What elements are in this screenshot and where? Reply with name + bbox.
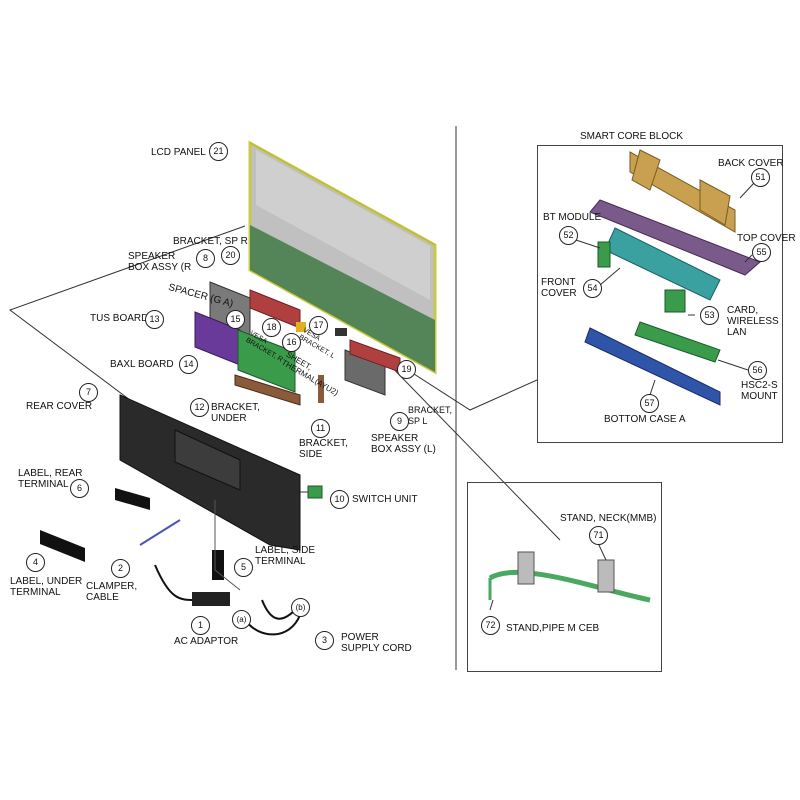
leader-line-smartcore bbox=[399, 364, 538, 411]
label-rear-terminal-graphic bbox=[115, 488, 150, 510]
callout-3: 3 bbox=[315, 631, 334, 650]
callout-2: 2 bbox=[111, 559, 130, 578]
sheet-thermal-graphic bbox=[296, 322, 306, 332]
back-cover-label: BACK COVER bbox=[718, 158, 784, 169]
callout-1: 1 bbox=[191, 616, 210, 635]
callout-6: 6 bbox=[70, 479, 89, 498]
lcd-panel-graphic bbox=[248, 140, 437, 375]
callout-18: 18 bbox=[262, 318, 281, 337]
callout-21: 21 bbox=[209, 142, 228, 161]
callout-11: 11 bbox=[311, 419, 330, 438]
top-cover-label: TOP COVER bbox=[737, 233, 796, 244]
callout-71: 71 bbox=[589, 526, 608, 545]
bracket-side-graphic bbox=[318, 375, 324, 403]
ac-adaptor-label: AC ADAPTOR bbox=[174, 636, 239, 647]
callout-13: 13 bbox=[145, 310, 164, 329]
label-under-terminal-label: LABEL, UNDER TERMINAL bbox=[10, 576, 83, 598]
speaker-box-r-label: SPEAKER BOX ASSY (R bbox=[128, 251, 192, 273]
power-cord-graphic bbox=[244, 614, 301, 636]
tus-board-label: TUS BOARD bbox=[90, 313, 149, 324]
callout-7: 7 bbox=[79, 383, 98, 402]
label-under-terminal-graphic bbox=[40, 530, 85, 562]
stand-neck-label: STAND, NECK(MMB) bbox=[560, 513, 657, 524]
card-wireless-label: CARD, WIRELESS LAN bbox=[727, 305, 779, 338]
callout-17: 17 bbox=[309, 316, 328, 335]
stand-box bbox=[467, 482, 662, 672]
callout-20: 20 bbox=[221, 246, 240, 265]
bt-module-graphic bbox=[597, 241, 611, 268]
stand-pipe-label: STAND,PIPE M CEB bbox=[506, 623, 600, 634]
leader-line-stand bbox=[379, 354, 561, 541]
label-side-terminal-label: LABEL, SIDE TERMINAL bbox=[255, 545, 316, 567]
switch-unit-label: SWITCH UNIT bbox=[352, 494, 418, 505]
bottom-case-graphic bbox=[584, 327, 721, 406]
clamper-cable-label: CLAMPER, CABLE bbox=[86, 581, 138, 603]
callout-57: 57 bbox=[640, 394, 659, 413]
clamper-cable-graphic bbox=[139, 519, 181, 546]
callout-4: 4 bbox=[26, 553, 45, 572]
bracket-sp-l-label: BRACKET, SP L bbox=[408, 405, 453, 426]
ac-adaptor-graphic bbox=[192, 592, 230, 606]
callout-10: 10 bbox=[330, 490, 349, 509]
callout-12: 12 bbox=[190, 398, 209, 417]
callout-b: (b) bbox=[291, 598, 310, 617]
bracket-side-label: BRACKET, SIDE bbox=[299, 438, 348, 460]
bracket-sp-r-label: BRACKET, SP R bbox=[173, 236, 248, 247]
hsc2-mount-graphic bbox=[634, 321, 721, 363]
stand-neck-left-graphic bbox=[517, 551, 535, 585]
label-rear-terminal-label: LABEL, REAR TERMINAL bbox=[18, 468, 83, 490]
rear-cover-label: REAR COVER bbox=[26, 401, 93, 412]
front-cover-label: FRONT COVER bbox=[541, 277, 577, 299]
callout-53: 53 bbox=[700, 306, 719, 325]
callout-19: 19 bbox=[397, 360, 416, 379]
hsc2-mount-label: HSC2-S MOUNT bbox=[741, 380, 778, 402]
smart-core-graphics bbox=[569, 149, 761, 406]
vesa-bracket-l-graphic bbox=[335, 328, 347, 336]
callout-52: 52 bbox=[559, 226, 578, 245]
stand-graphics bbox=[488, 542, 651, 611]
bracket-under-graphic bbox=[234, 374, 301, 406]
callout-51: 51 bbox=[751, 168, 770, 187]
callout-14: 14 bbox=[179, 355, 198, 374]
callout-54: 54 bbox=[583, 279, 602, 298]
wireless-lan-graphic bbox=[664, 289, 686, 313]
callout-72: 72 bbox=[481, 616, 500, 635]
baxl-board-graphic bbox=[237, 329, 296, 393]
leader-line-rear bbox=[8, 225, 246, 401]
switch-unit-graphic bbox=[307, 485, 323, 499]
bottom-case-label: BOTTOM CASE A bbox=[604, 414, 686, 425]
callout-9: 9 bbox=[390, 412, 409, 431]
callout-a: (a) bbox=[232, 610, 251, 629]
callout-5: 5 bbox=[234, 558, 253, 577]
callout-55: 55 bbox=[752, 243, 771, 262]
smart-core-title: SMART CORE BLOCK bbox=[580, 131, 683, 142]
power-supply-cord-label: POWER SUPPLY CORD bbox=[341, 632, 412, 654]
callout-56: 56 bbox=[748, 361, 767, 380]
lcd-panel-label: LCD PANEL bbox=[151, 147, 206, 158]
bt-module-label: BT MODULE bbox=[543, 212, 602, 223]
smart-core-block-box bbox=[537, 145, 783, 443]
baxl-board-label: BAXL BOARD bbox=[110, 359, 174, 370]
top-cover-graphic bbox=[589, 199, 761, 276]
bracket-under-label: BRACKET, UNDER bbox=[211, 402, 260, 424]
callout-15: 15 bbox=[226, 310, 245, 329]
callout-8: 8 bbox=[196, 249, 215, 268]
callout-16: 16 bbox=[282, 333, 301, 352]
speaker-box-l-label: SPEAKER BOX ASSY (L) bbox=[371, 433, 436, 455]
